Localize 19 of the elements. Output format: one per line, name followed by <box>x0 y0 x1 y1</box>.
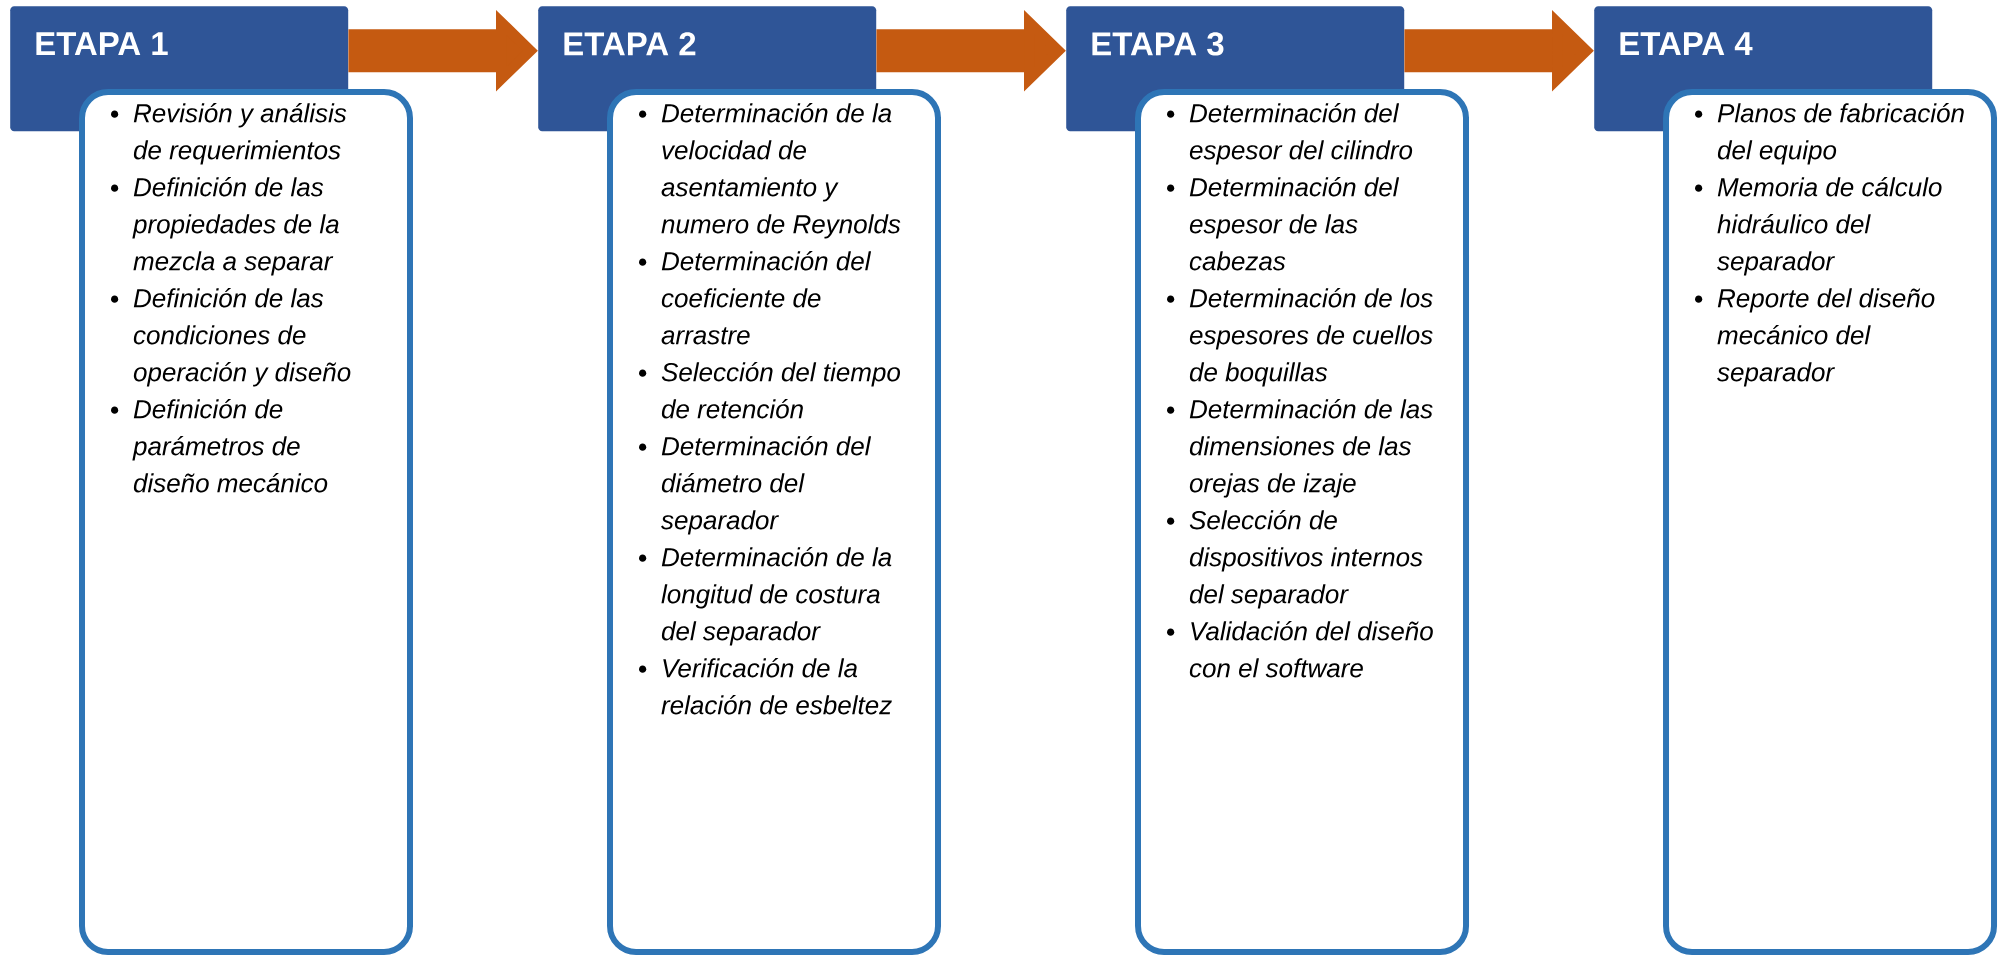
bullet-item: Determinación del diámetro del separador <box>639 436 872 535</box>
bullet-item: Determinación del coeficiente de arrastre <box>639 251 872 345</box>
bullet-item: Determinación de la longitud de costura del separador <box>639 547 892 646</box>
bullet-item: Definición de las condiciones de operación y diseño <box>111 288 351 387</box>
bullet-item: Determinación de los espesores de cuellos de boquillas <box>1167 288 1433 387</box>
bullet-item: Memoria de cálculo hidráulico del separador <box>1695 177 1942 276</box>
step-list-box <box>607 89 941 955</box>
bullet-item: Definición de las propiedades de la mezcla a separar <box>111 177 339 276</box>
step-list-box <box>79 89 413 955</box>
bullet-item: Validación del diseño con el software <box>1167 621 1433 678</box>
step-list-box <box>1663 89 1997 955</box>
bullet-item: Verificación de la relación de esbeltez <box>639 658 892 715</box>
bullet-item: Determinación del espesor de las cabezas <box>1167 177 1400 271</box>
bullet-item: Selección del tiempo de retención <box>639 362 901 419</box>
bullet-item: Definición de parámetros de diseño mecánico <box>111 399 328 493</box>
step-list-box <box>1135 89 1469 955</box>
bullet-item: Selección de dispositivos internos del separador <box>1167 510 1423 609</box>
bullet-item: Determinación de las dimensiones de las orejas de izaje <box>1167 399 1433 498</box>
bullet-item: Reporte del diseño mecánico del separador <box>1695 288 1935 387</box>
